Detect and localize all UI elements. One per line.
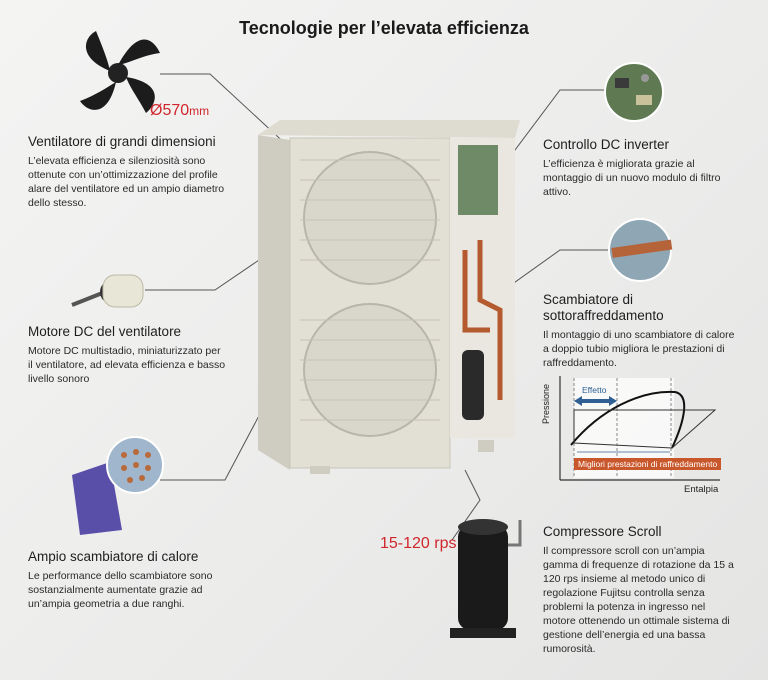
- motor-image: [71, 274, 144, 308]
- section-fan: Ventilatore di grandi dimensioni L’eleva…: [28, 134, 258, 210]
- circuit-board-image: [604, 62, 664, 122]
- compressor-speed-callout: 15-120 rps: [380, 535, 457, 552]
- section-body: L’elevata efficienza e silenziosità sono…: [28, 155, 225, 209]
- section-motor: Motore DC del ventilatore Motore DC mult…: [28, 324, 258, 386]
- section-title: Controllo DC inverter: [543, 137, 670, 152]
- section-title: Motore DC del ventilatore: [28, 324, 182, 339]
- section-inverter: Controllo DC inverter L’efficienza è mig…: [543, 137, 768, 199]
- section-title: Ventilatore di grandi dimensioni: [28, 134, 216, 149]
- copper-tube-image: [608, 218, 673, 282]
- section-title: Compressore Scroll: [543, 524, 662, 539]
- section-title: Ampio scambiatore di calore: [28, 549, 199, 564]
- section-compressor: Compressore Scroll Il compressore scroll…: [543, 524, 768, 656]
- section-body: Motore DC multistadio, miniaturizzato pe…: [28, 345, 226, 385]
- diagram-xlabel: Entalpia: [684, 484, 719, 495]
- section-body: Il montaggio di uno scambiatore di calor…: [543, 329, 735, 369]
- fan-image: [80, 31, 160, 113]
- diagram-banner: Migliori prestazioni di raffreddamento: [574, 458, 722, 470]
- compressor-image: [450, 519, 522, 638]
- heat-exchanger-image: [72, 436, 164, 535]
- fan-diameter-callout: Ø570mm: [150, 102, 210, 119]
- outdoor-unit-image: [258, 120, 520, 474]
- diagram-effect-label: Effetto: [582, 385, 607, 395]
- page-title: Tecnologie per l’elevata efficienza: [239, 18, 529, 38]
- diagram-ylabel: Pressione: [541, 383, 551, 424]
- section-heat-exchanger: Ampio scambiatore di calore Le performan…: [28, 549, 258, 611]
